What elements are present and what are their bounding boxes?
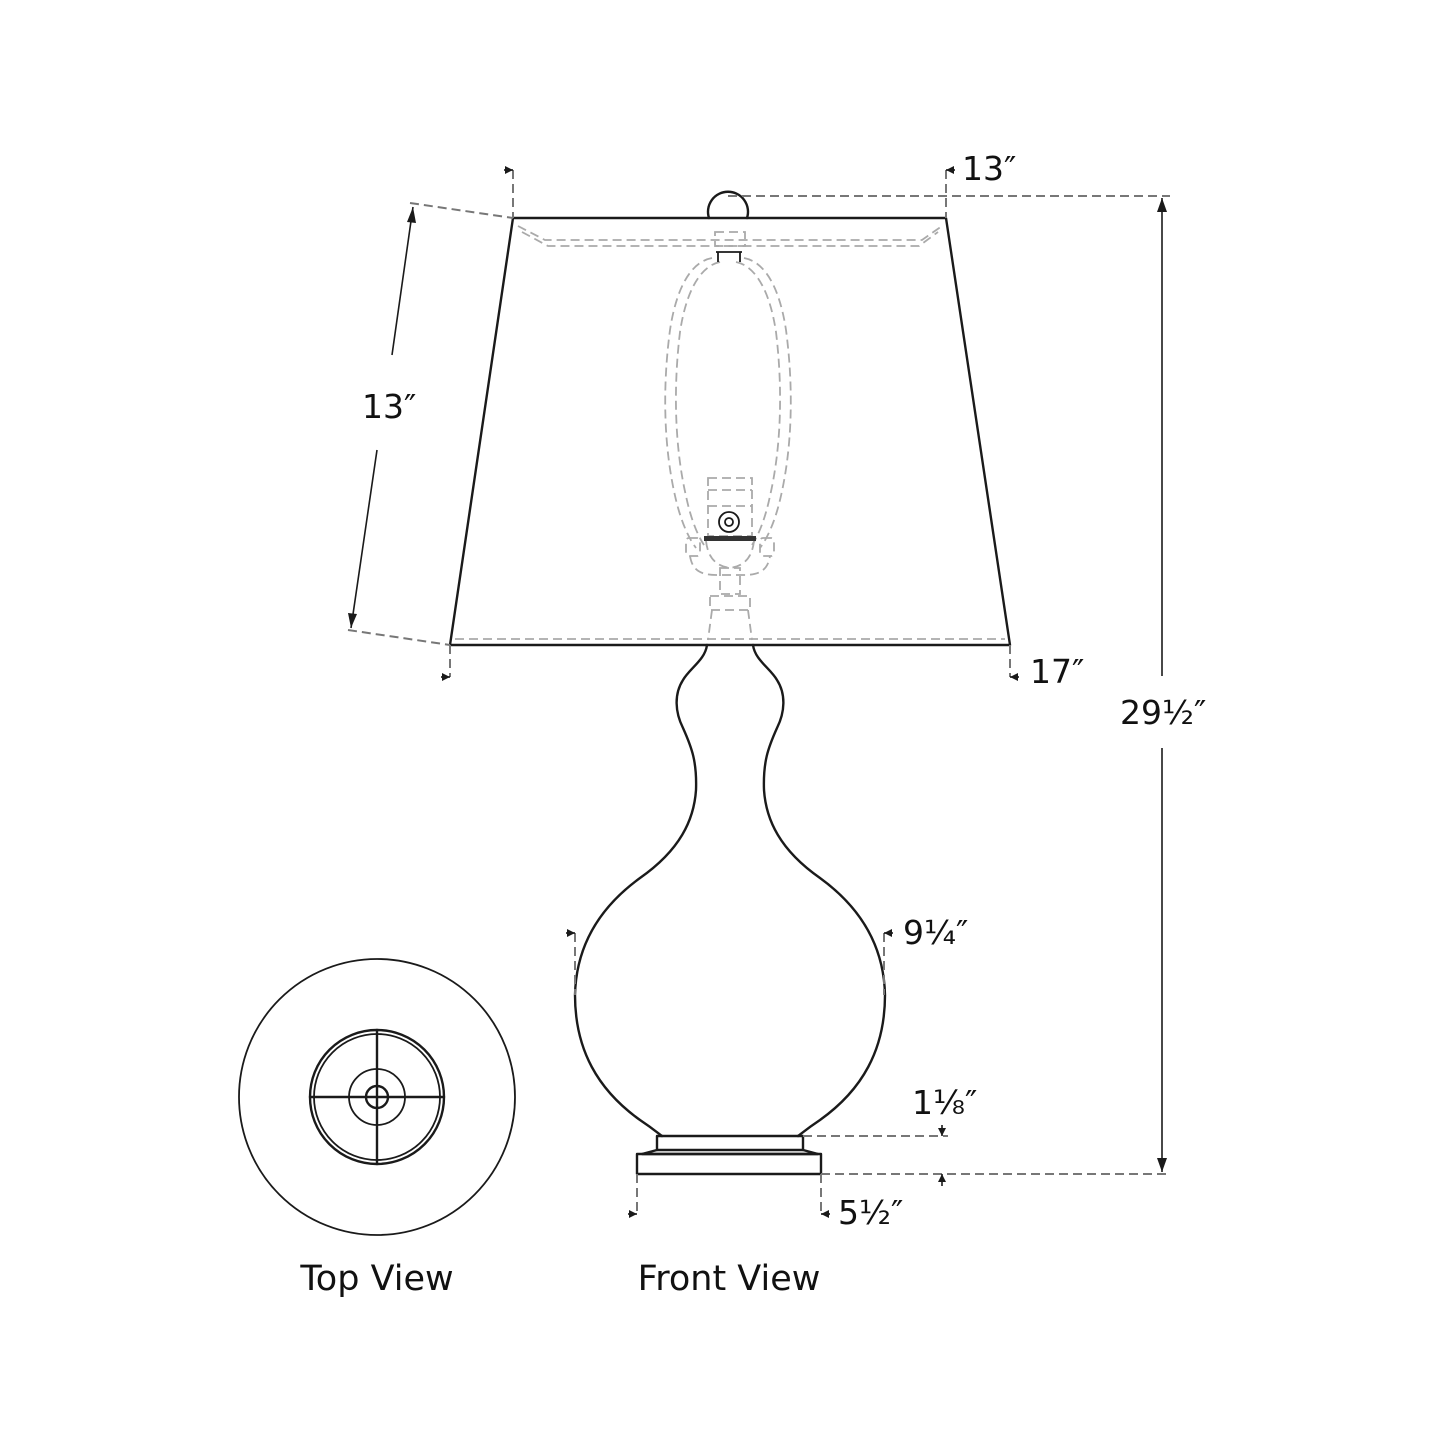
- dimension-body-width: 9¼″: [566, 913, 968, 995]
- dimension-shade-bottom-width: 17″: [441, 645, 1084, 691]
- top-view: [238, 958, 516, 1236]
- label-shade-top-width: 13″: [962, 149, 1016, 188]
- lamp-shade: [448, 216, 1012, 647]
- lamp-base: [635, 1134, 823, 1176]
- label-base-height: 1⅛″: [912, 1083, 977, 1122]
- socket: [685, 477, 775, 641]
- label-shade-slant: 13″: [362, 387, 416, 426]
- caption-front-view: Front View: [638, 1259, 821, 1299]
- dimension-overall-height: 29½″: [728, 195, 1206, 1175]
- dimension-shade-top-width: 13″: [504, 149, 1016, 218]
- finial: [706, 190, 750, 247]
- lamp-body: [573, 643, 887, 1138]
- label-base-width: 5½″: [838, 1193, 903, 1232]
- label-body-width: 9¼″: [903, 913, 968, 952]
- dimension-base-width: 5½″: [628, 1174, 903, 1232]
- dimension-shade-slant: 13″: [347, 202, 514, 646]
- caption-top-view: Top View: [299, 1259, 453, 1299]
- label-overall-height: 29½″: [1120, 693, 1206, 732]
- harp: [664, 251, 792, 549]
- dimension-base-height: 1⅛″: [803, 1083, 977, 1186]
- label-shade-bottom-width: 17″: [1030, 652, 1084, 691]
